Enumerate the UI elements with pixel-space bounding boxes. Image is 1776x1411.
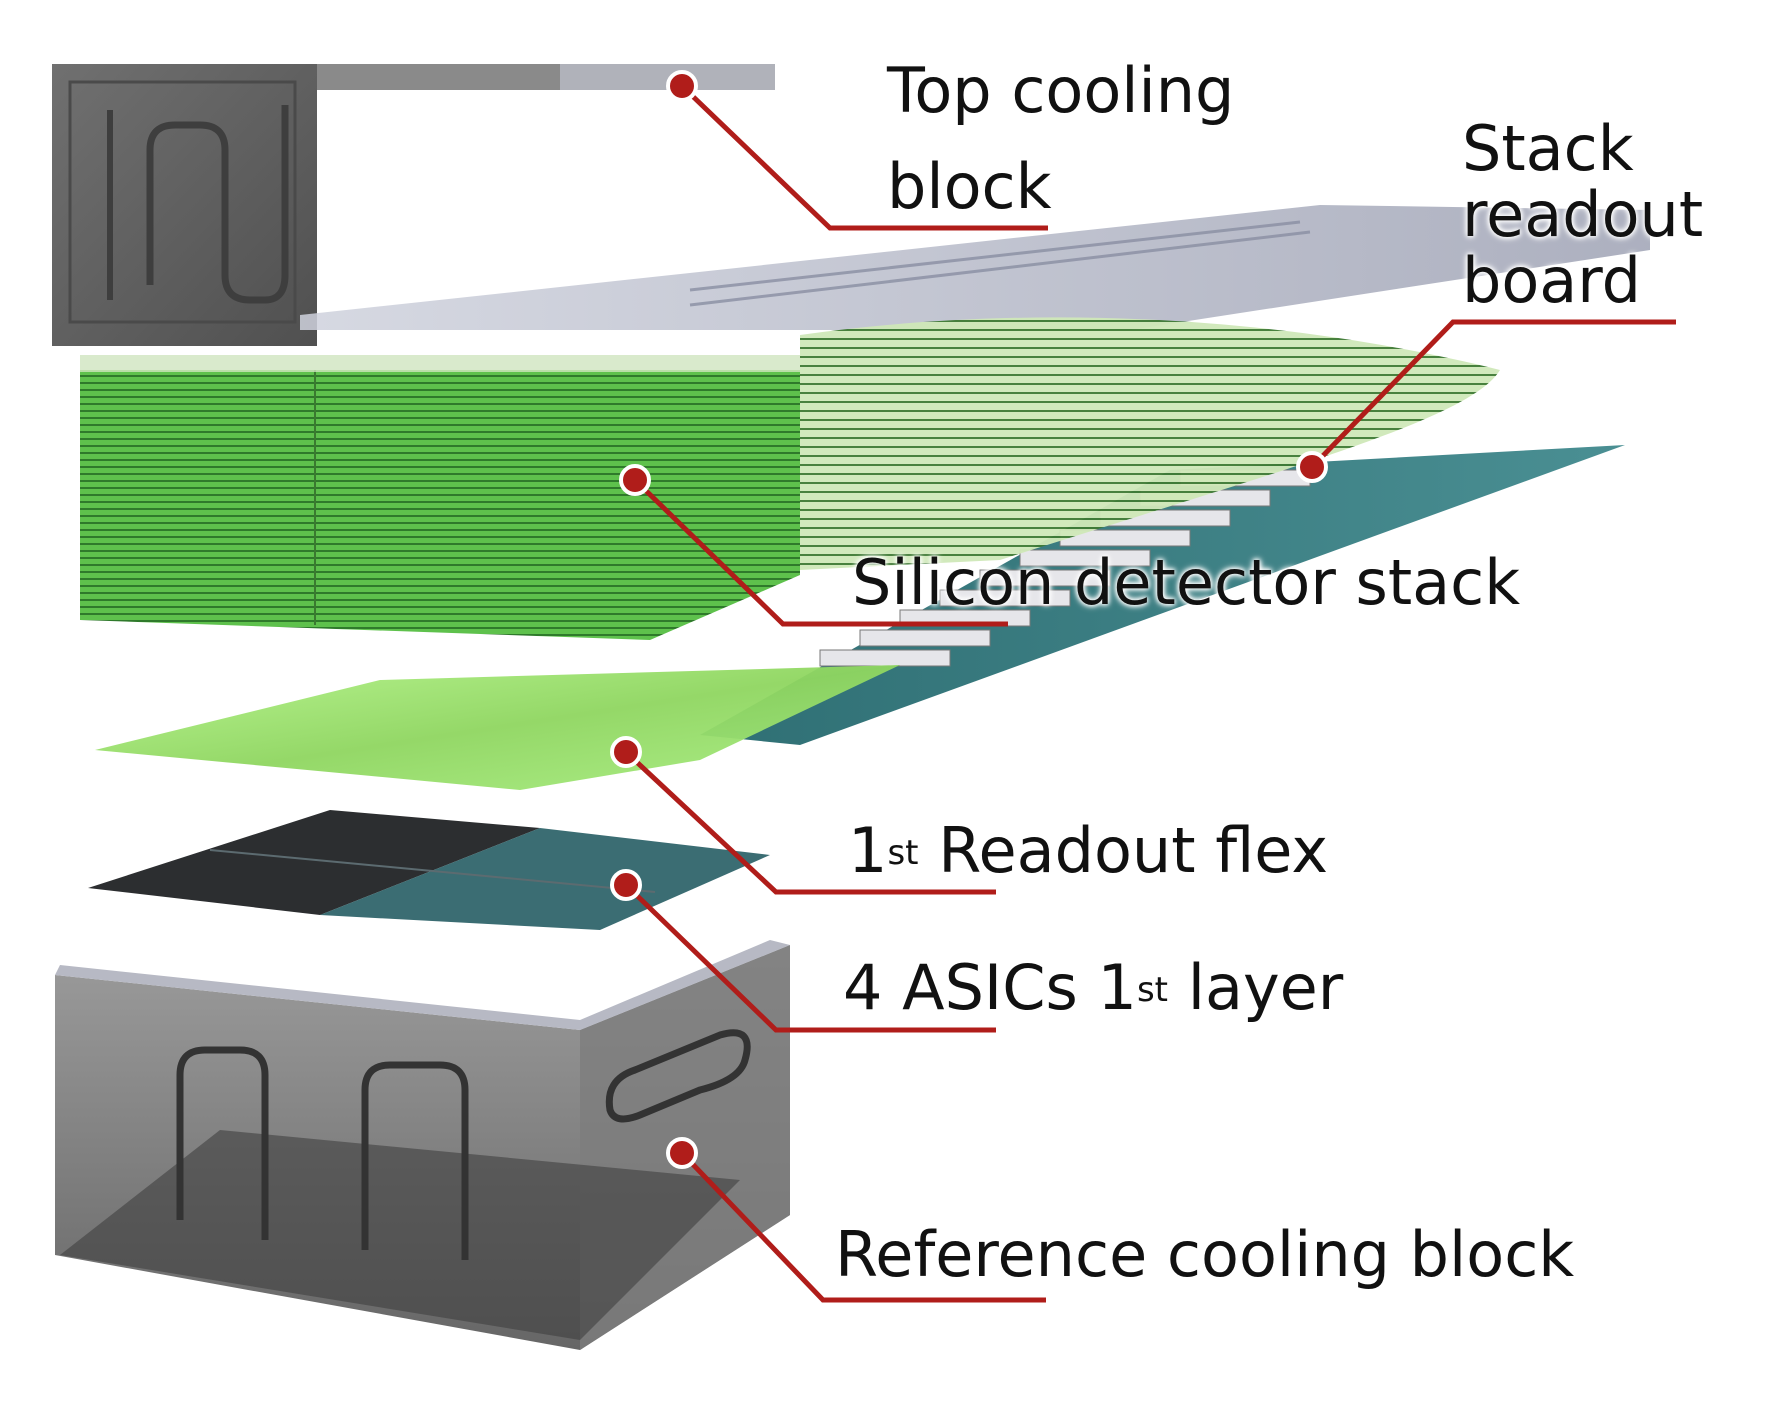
callout-readout-flex	[610, 736, 996, 895]
stack-readout-label-line1: Stack	[1462, 112, 1634, 185]
readout-flex-superscript: st	[887, 833, 919, 873]
top-cooling-label-line2: block	[887, 150, 1052, 223]
readout-flex-text: Readout flex	[918, 814, 1329, 887]
leader-line	[680, 1151, 1046, 1303]
silicon-stack-label: Silicon detector stack	[852, 546, 1521, 619]
callout-stack-readout	[1296, 319, 1676, 483]
callout-silicon-stack	[619, 464, 1008, 627]
callout-dot	[619, 464, 651, 496]
stack-readout-label: Stack readout board	[1462, 116, 1703, 314]
asics-text-pre: 4 ASICs 1	[843, 951, 1137, 1024]
first-readout-flex	[95, 665, 900, 790]
callout-dot	[666, 70, 698, 102]
leader-line	[633, 478, 1008, 627]
callout-dot	[1296, 451, 1328, 483]
asics-superscript: st	[1136, 970, 1169, 1010]
fanned-flex-cables	[800, 317, 1500, 570]
teal-carrier-board	[700, 445, 1625, 745]
leader-line	[624, 883, 996, 1033]
top-cooling-label: Top cooling block	[887, 58, 1234, 220]
stack-readout-label-line2: readout	[1462, 178, 1704, 251]
stack-readout-label-line3: board	[1462, 244, 1642, 317]
asics-label: 4 ASICs 1st layer	[843, 955, 1343, 1031]
asics-text-post: layer	[1168, 951, 1344, 1024]
leader-line	[1310, 319, 1676, 469]
leader-line	[624, 750, 996, 895]
callout-reference-cooling	[666, 1137, 1046, 1303]
callout-asics	[610, 869, 996, 1033]
callout-dot	[610, 869, 642, 901]
stack-readout-board	[300, 205, 1650, 330]
top-cooling-label-line1: Top cooling	[887, 54, 1235, 127]
reference-cooling-label: Reference cooling block	[835, 1218, 1575, 1291]
leader-line	[680, 84, 1048, 231]
top-cooling-block	[52, 64, 775, 346]
callout-top-cooling	[666, 70, 1048, 231]
callout-dot	[666, 1137, 698, 1169]
readout-flex-number: 1	[848, 814, 888, 887]
asic-layer	[88, 810, 770, 930]
readout-flex-label: 1st Readout flex	[848, 818, 1328, 894]
callout-dot	[610, 736, 642, 768]
silicon-detector-stack	[80, 355, 800, 640]
